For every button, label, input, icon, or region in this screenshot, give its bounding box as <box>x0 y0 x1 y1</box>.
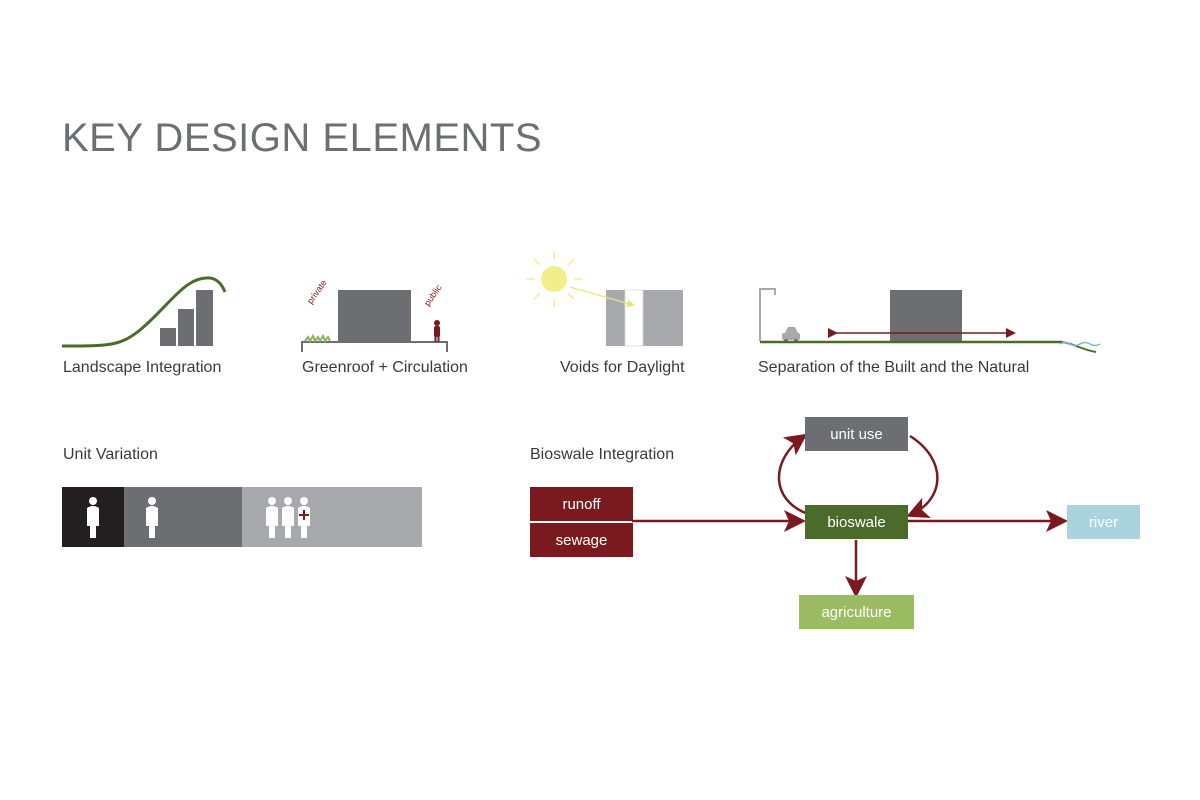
greenroof-circulation-label: Greenroof + Circulation <box>302 359 468 376</box>
voids-daylight-icon <box>526 251 683 347</box>
runoff-node: runoff <box>530 487 633 521</box>
person-icon <box>146 497 158 538</box>
bar-short <box>160 328 176 346</box>
voids-daylight-label: Voids for Daylight <box>560 359 685 376</box>
bioswale-node: bioswale <box>805 505 908 539</box>
arrow-bioswale-to-unit-use <box>777 433 809 516</box>
sewage-node: sewage <box>530 523 633 557</box>
greenroof-circulation-icon <box>301 290 448 352</box>
unit-segment-medium <box>124 487 242 547</box>
river-node: river <box>1067 505 1140 539</box>
agriculture-node: agriculture <box>799 595 914 629</box>
sun-ray-arrow <box>569 286 635 308</box>
landscape-curve <box>61 276 227 348</box>
bioswale-integration-heading: Bioswale Integration <box>530 446 675 463</box>
person-icon <box>266 497 278 538</box>
bioswale-flow-arrows <box>632 433 1068 598</box>
building-block <box>890 290 962 342</box>
volume-left <box>606 290 625 346</box>
green-roof-grass <box>304 333 331 344</box>
bar-tall <box>196 290 213 346</box>
landscape-integration-icon <box>61 276 227 348</box>
separation-icon <box>759 288 1101 353</box>
landscape-integration-label: Landscape Integration <box>63 359 222 376</box>
water-wave-icon <box>1059 341 1101 347</box>
medical-cross-icon <box>299 510 309 520</box>
building-block <box>338 290 411 342</box>
bar-medium <box>178 309 194 346</box>
person-icon <box>434 320 440 342</box>
person-icon <box>282 497 294 538</box>
sun-icon <box>526 251 582 307</box>
void-gap <box>624 289 644 347</box>
street-lamp <box>759 288 776 341</box>
car-icon <box>782 327 800 343</box>
unit-variation-bar <box>62 487 422 547</box>
unit-use-node: unit use <box>805 417 908 451</box>
volume-right <box>643 290 683 346</box>
arrow-unit-use-to-bioswale <box>906 434 939 519</box>
page-title: KEY DESIGN ELEMENTS <box>62 116 543 160</box>
person-icon <box>87 497 99 538</box>
ground-line <box>301 341 448 352</box>
unit-variation-heading: Unit Variation <box>63 446 158 463</box>
separation-label: Separation of the Built and the Natural <box>758 359 1030 376</box>
